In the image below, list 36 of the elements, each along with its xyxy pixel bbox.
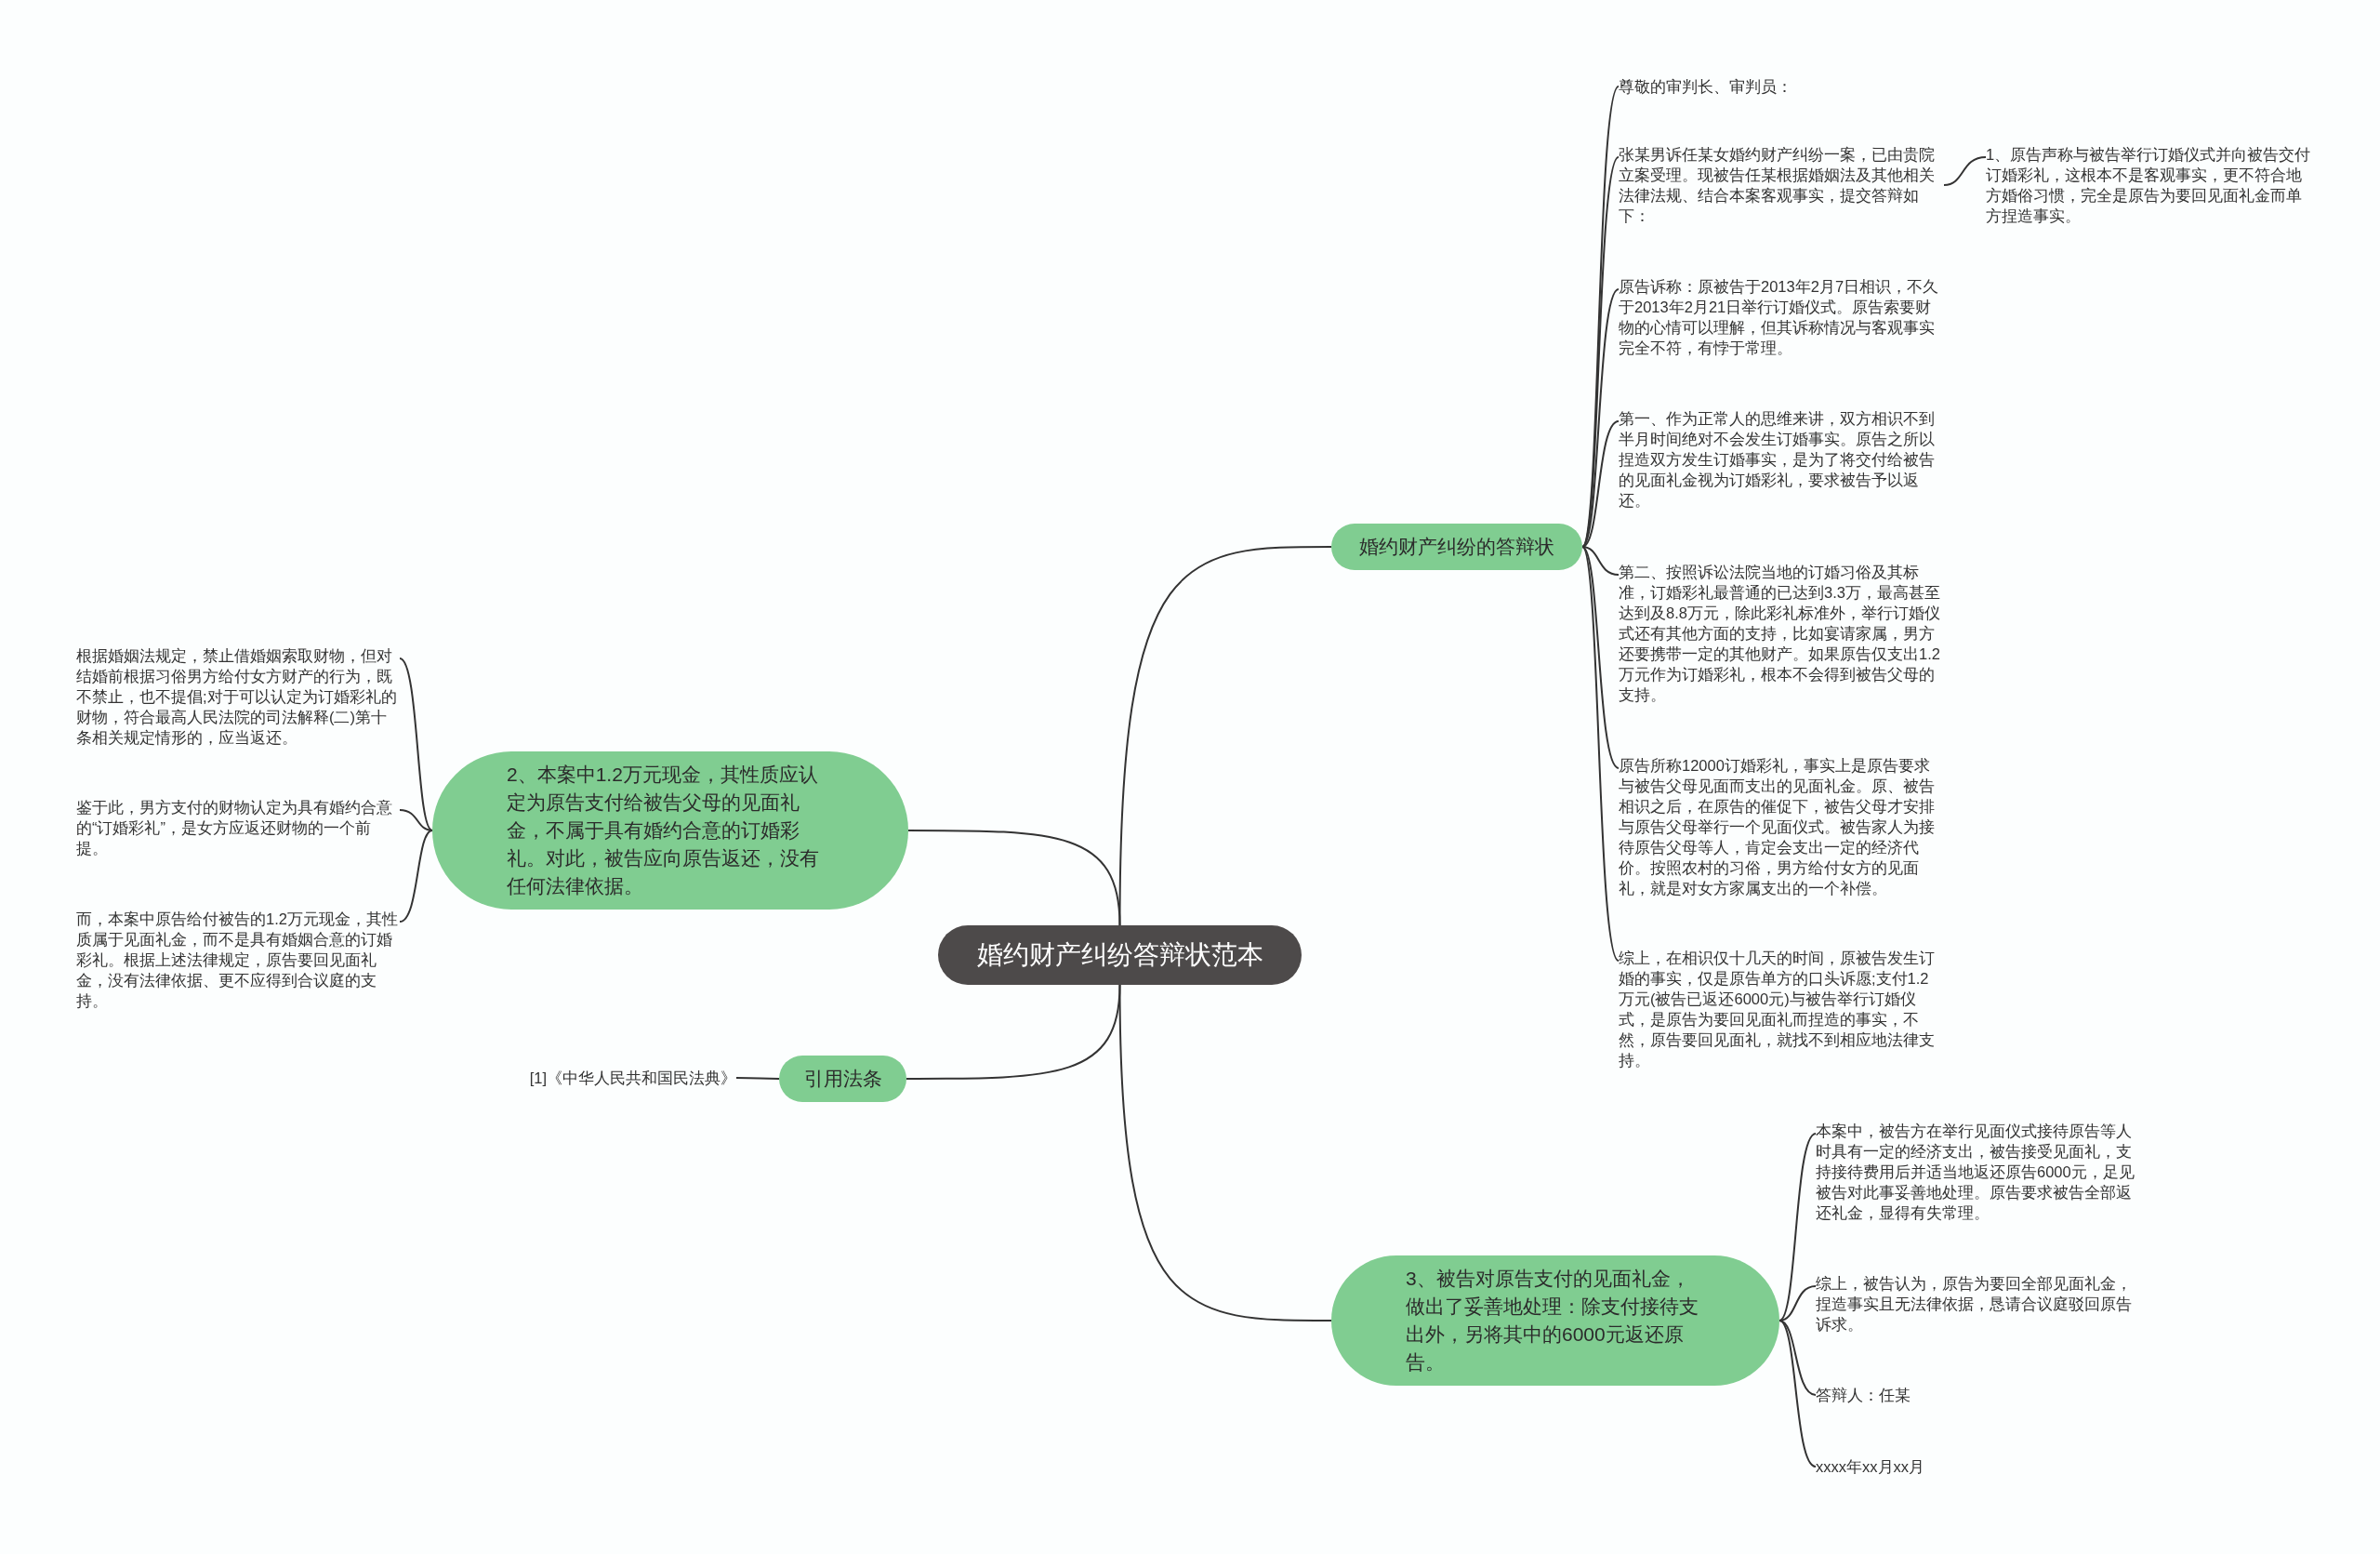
connector-line: [1581, 546, 1620, 962]
topic-pill: 引用法条: [779, 1056, 906, 1102]
connector-line: [1778, 1320, 1817, 1468]
note-text: 第一、作为正常人的思维来讲，双方相识不到半月时间绝对不会发生订婚事实。原告之所以捏造双方发生订婚事实，是为了将交付给被告的见面礼金视为订婚彩礼，要求被告予以返还。: [1619, 408, 1944, 511]
note-text: 答辩人：任某: [1816, 1385, 2141, 1405]
note-text: 而，本案中原告给付被告的1.2万元现金，其性质属于见面礼金，而不是具有婚姻合意的订婚彩礼。根据上述法律规定，原告要回见面礼金，没有法律依据、更不应得到合议庭的支持。: [76, 909, 400, 1011]
connector-line: [1118, 984, 1332, 1322]
connector-line: [907, 830, 1121, 926]
note-text: 尊敬的审判长、审判员：: [1619, 76, 1944, 97]
connector-line: [1581, 546, 1620, 769]
connector-line: [399, 809, 433, 831]
topic-pill: 2、本案中1.2万元现金，其性质应认定为原告支付给被告父母的见面礼金，不属于具有婚约合意的订婚彩礼。对此，被告应向原告返还，没有任何法律依据。: [432, 751, 908, 910]
connector-line: [399, 657, 433, 831]
citation-text: [1]《中华人民共和国民法典》: [521, 1068, 736, 1088]
connector-line: [1778, 1285, 1817, 1322]
note-text: 原告所称12000订婚彩礼，事实上是原告要求与被告父母见面而支出的见面礼金。原、被告相识之后，在原告的催促下，被告父母才安排与原告父母举行一个见面仪式。被告家人为接待原告父母等人，肯定会支出一定的经济代价。按照农村的习俗，男方给付女方的见面礼，就是对女方家属支出的一个补偿。: [1619, 755, 1944, 898]
note-text: 本案中，被告方在举行见面仪式接待原告等人时具有一定的经济支出，被告接受见面礼，支持接待费用后并适当地返还原告6000元，足见被告对此事妥善地处理。原告要求被告全部返还礼金，显得有失常理。: [1816, 1121, 2141, 1223]
connector-line: [399, 830, 433, 923]
connector-line: [735, 1077, 780, 1080]
connector-line: [1581, 420, 1620, 548]
note-text: 原告诉称：原被告于2013年2月7日相识，不久于2013年2月21日举行订婚仪式。原告索要财物的心情可以理解，但其诉称情况与客观事实完全不符，有悖于常理。: [1619, 276, 1944, 358]
connector-line: [1943, 156, 1987, 186]
note-text: 根据婚姻法规定，禁止借婚姻索取财物，但对结婚前根据习俗男方给付女方财产的行为，既不禁止，也不提倡;对于可以认定为订婚彩礼的财物，符合最高人民法院的司法解释(二)第十条相关规定情形的，应当返还。: [76, 645, 400, 748]
note-text: 鉴于此，男方支付的财物认定为具有婚约合意的“订婚彩礼”，是女方应返还财物的一个前提。: [76, 797, 400, 858]
connector-line: [906, 984, 1121, 1080]
connector-line: [1778, 1133, 1817, 1322]
note-text: 第二、按照诉讼法院当地的订婚习俗及其标准，订婚彩礼最普通的已达到3.3万，最高甚至达到及8.8万元，除此彩礼标准外，举行订婚仪式还有其他方面的支持，比如宴请家属，男方还要携带一定的其他财产。如果原告仅支出1.2万元作为订婚彩礼，根本不会得到被告父母的支持。: [1619, 562, 1944, 705]
topic-pill: 婚约财产纠纷的答辩状: [1331, 524, 1582, 570]
note-text: 综上，在相识仅十几天的时间，原被告发生订婚的事实，仅是原告单方的口头诉愿;支付1.2万元(被告已返还6000元)与被告举行订婚仪式，是原告为要回见面礼而捏造的事实，不然，原告要回见面礼，就找不到相应地法律支持。: [1619, 948, 1944, 1070]
note-text: 张某男诉任某女婚约财产纠纷一案，已由贵院立案受理。现被告任某根据婚姻法及其他相关法律法规、结合本案客观事实，提交答辩如下：: [1619, 144, 1944, 226]
topic-pill: 3、被告对原告支付的见面礼金，做出了妥善地处理：除支付接待支出外，另将其中的6000元返还原告。: [1331, 1255, 1779, 1386]
note-text: xxxx年xx月xx月: [1816, 1456, 2141, 1477]
note-text: 1、原告声称与被告举行订婚仪式并向被告交付订婚彩礼，这根本不是客观事实，更不符合地方婚俗习惯，完全是原告为要回见面礼金而单方捏造事实。: [1986, 144, 2311, 226]
central-topic: 婚约财产纠纷答辩状范本: [938, 925, 1302, 985]
note-text: 综上，被告认为，原告为要回全部见面礼金，捏造事实且无法律依据，恳请合议庭驳回原告诉求。: [1816, 1273, 2141, 1335]
connector-line: [1581, 546, 1620, 576]
